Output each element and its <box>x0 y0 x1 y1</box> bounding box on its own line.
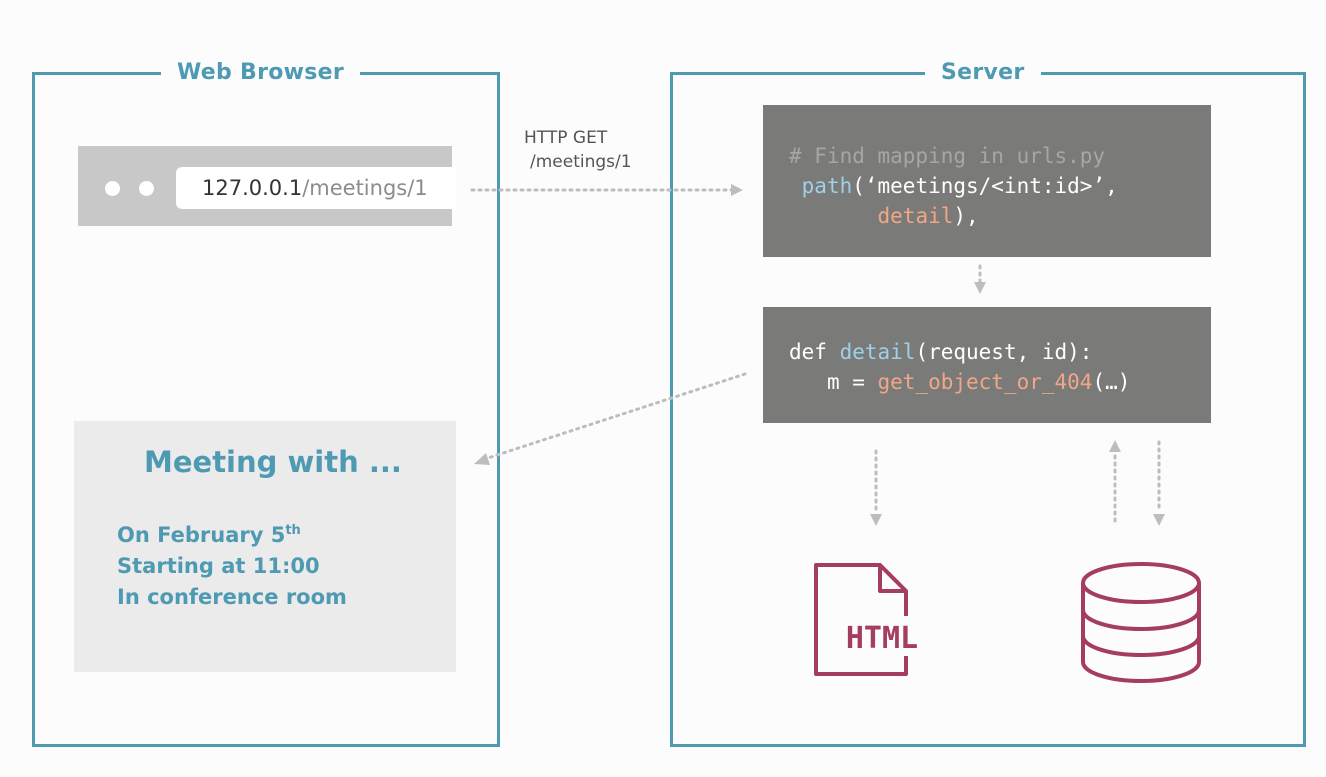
response-arrow-head <box>474 453 490 465</box>
meeting-room: In conference room <box>117 585 347 609</box>
code-assign: m = <box>826 370 878 394</box>
meeting-date: On February 5th <box>117 523 301 547</box>
url-mapping-code: # Find mapping in urls.py path(‘meetings… <box>763 105 1211 257</box>
http-request-label: HTTP GET /meetings/1 <box>524 126 632 174</box>
db-result-arrow-head <box>1153 514 1165 526</box>
html-icon-label: HTML <box>846 621 918 656</box>
code-view-name: detail <box>839 340 916 364</box>
meeting-title: Meeting with ... <box>144 445 402 479</box>
code-call: get_object_or_404 <box>877 370 1093 394</box>
server-panel: Server <box>670 59 1306 747</box>
window-dot-icon <box>139 181 154 196</box>
request-arrow-head <box>731 184 743 196</box>
window-dot-icon <box>105 181 120 196</box>
web-browser-panel: Web Browser <box>32 59 500 747</box>
mapping-arrow-head <box>974 282 986 294</box>
http-path: /meetings/1 <box>530 152 632 172</box>
meeting-time: Starting at 11:00 <box>117 554 320 578</box>
db-query-arrow-head <box>1109 440 1121 452</box>
code-path-func: path <box>801 174 853 198</box>
http-method: HTTP GET <box>524 128 608 148</box>
code-def-keyword: def <box>789 340 840 364</box>
rendered-page: Meeting with ... On February 5th Startin… <box>74 421 456 672</box>
code-close-paren: ), <box>953 204 979 228</box>
browser-address-bar: 127.0.0.1/meetings/1 <box>78 146 456 226</box>
code-call-args: (…) <box>1092 370 1131 394</box>
web-browser-title: Web Browser <box>161 59 361 87</box>
database-icon <box>1081 562 1201 683</box>
url-input[interactable]: 127.0.0.1/meetings/1 <box>176 167 456 209</box>
url-host: 127.0.0.1 <box>202 176 303 200</box>
template-arrow-head <box>870 514 882 526</box>
code-view-ref: detail <box>877 204 954 228</box>
html-label-backdrop <box>832 616 928 656</box>
code-comment: # Find mapping in urls.py <box>789 144 1106 168</box>
response-arrow-line <box>486 372 747 460</box>
meeting-details: On February 5th Starting at 11:00 In con… <box>117 515 347 613</box>
view-function-code: def detail(request, id): m = get_object_… <box>763 307 1211 423</box>
code-params: (request, id): <box>915 340 1093 364</box>
url-path: /meetings/1 <box>302 176 428 200</box>
code-path-args: (‘meetings/<int:id>’, <box>852 174 1118 198</box>
server-title: Server <box>925 59 1041 87</box>
